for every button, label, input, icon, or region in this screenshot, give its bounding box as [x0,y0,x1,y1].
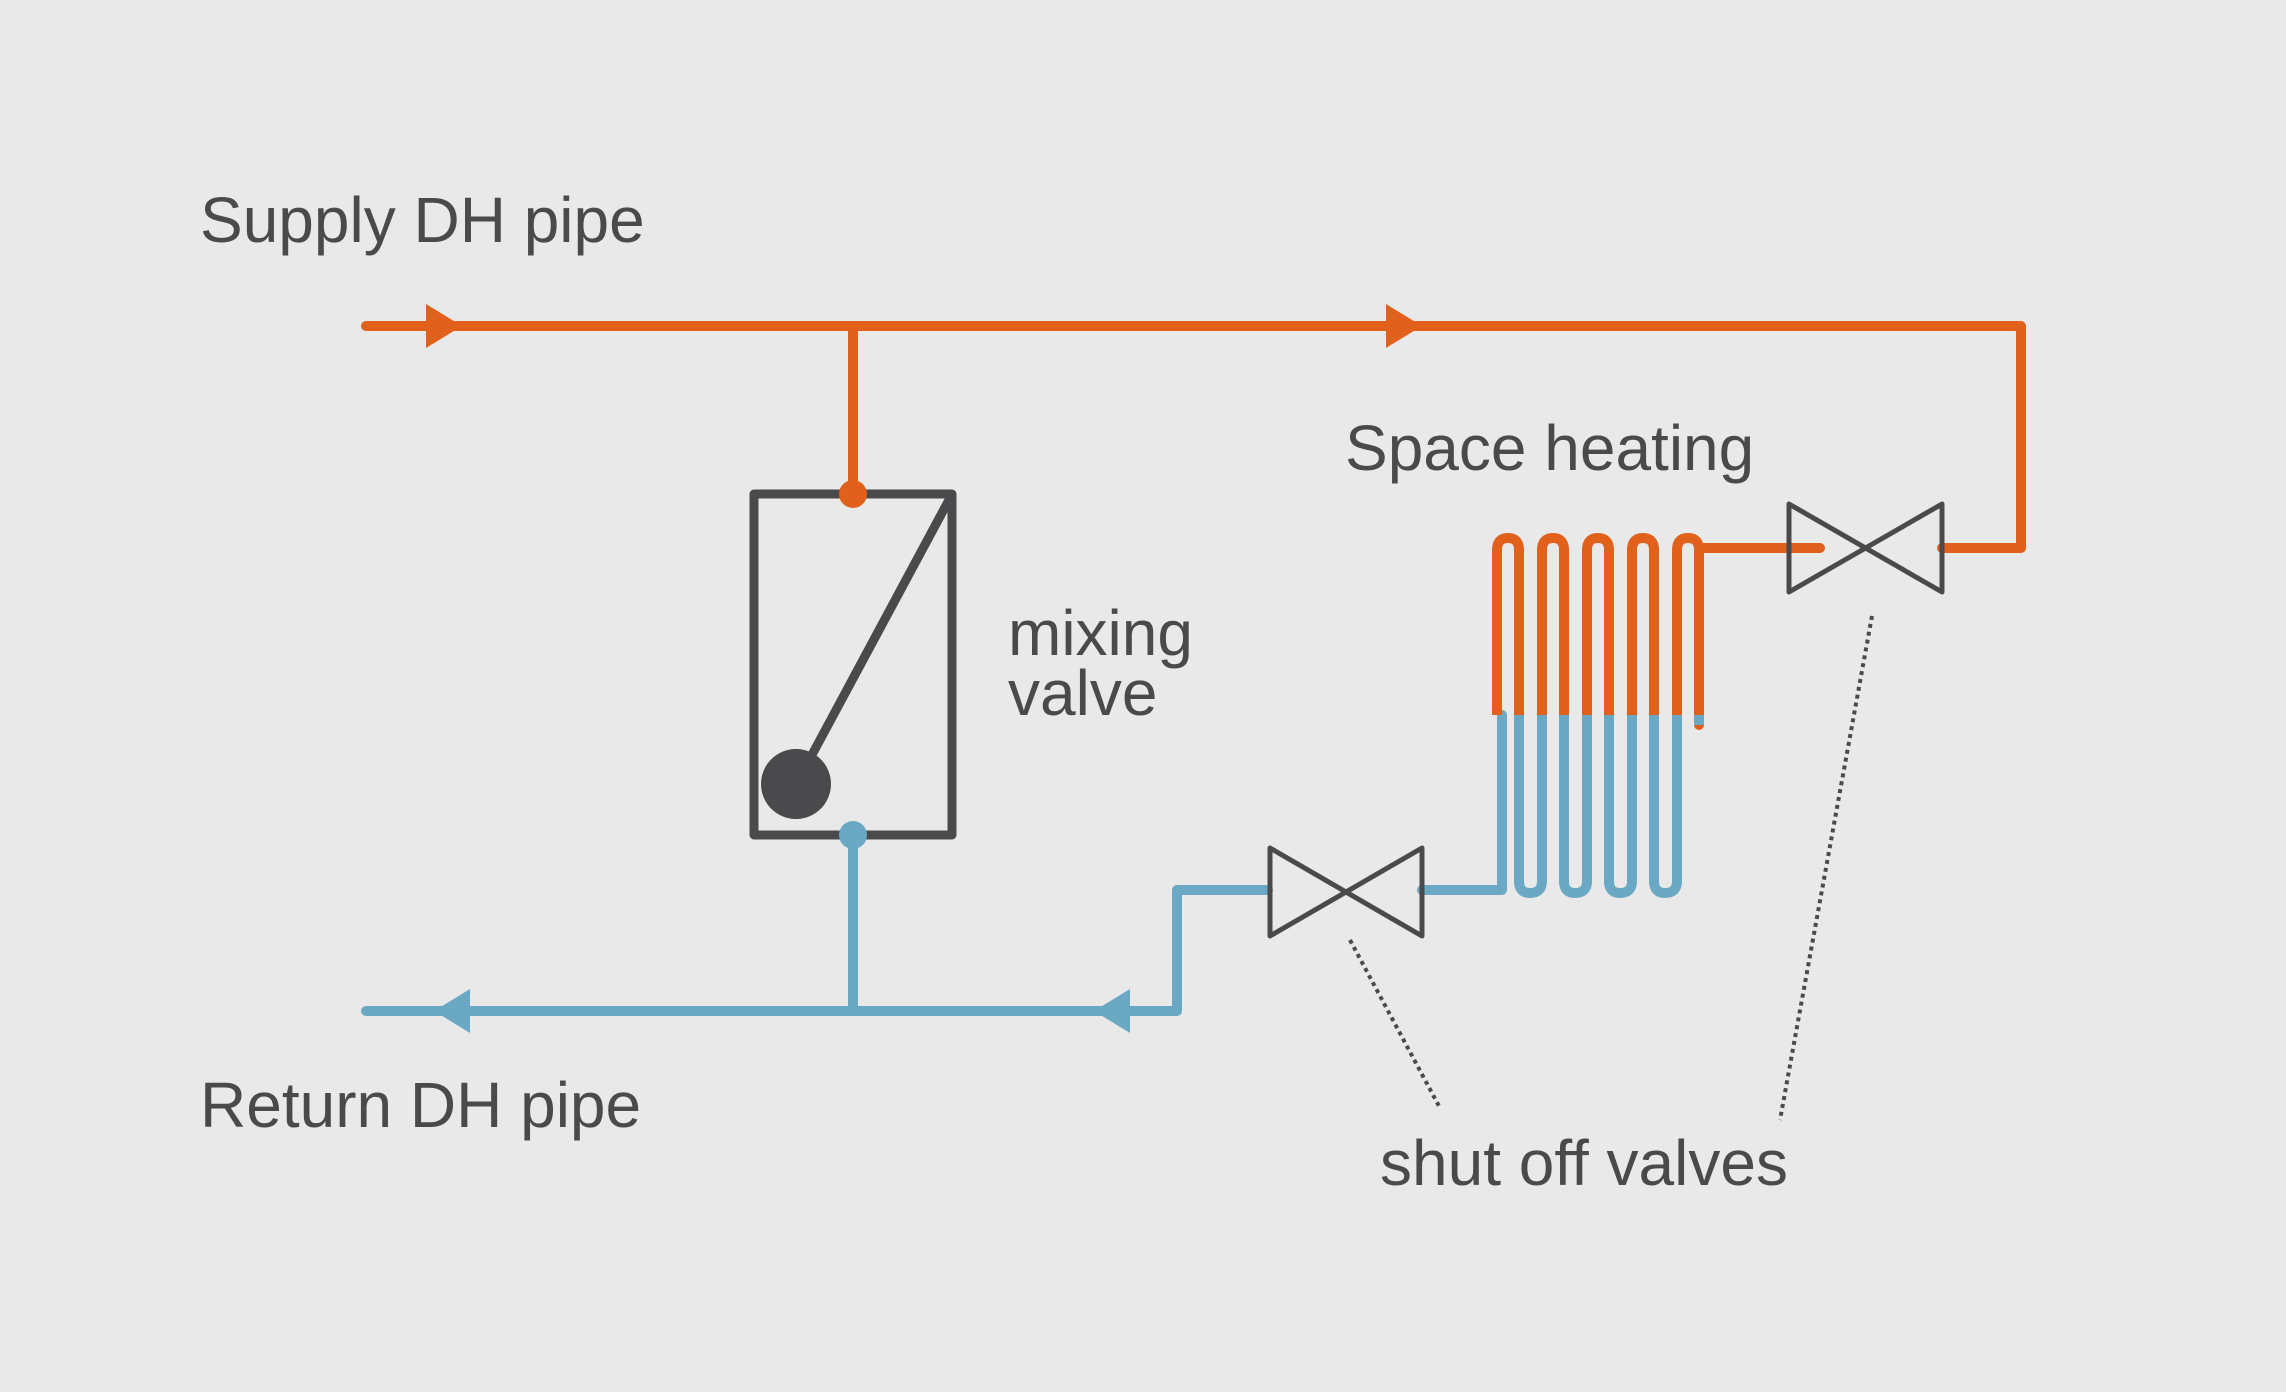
mixing-valve-icon [749,480,957,849]
supply-arrow-icon [426,304,462,348]
supply-pipe-label: Supply DH pipe [200,184,645,256]
shut-off-valve-upper-icon [1786,501,1945,595]
shut-off-valve-lower-icon [1267,845,1425,939]
return-pipe-label: Return DH pipe [200,1069,641,1141]
return-arrow-icon [1094,989,1130,1033]
mixing-valve-label-line2: valve [1008,657,1157,729]
return-port [839,821,867,849]
space-heating-radiator [1492,533,1704,898]
shut-off-valves-label: shut off valves [1380,1127,1788,1199]
mixing-valve-label-line1: mixing [1008,597,1193,669]
leader-line-upper [1778,615,1874,1121]
return-arrow-icon [434,989,470,1033]
supply-port [839,480,867,508]
supply-arrow-icon [1386,304,1422,348]
return-pipe [361,710,1507,1016]
space-heating-label: Space heating [1345,412,1754,484]
